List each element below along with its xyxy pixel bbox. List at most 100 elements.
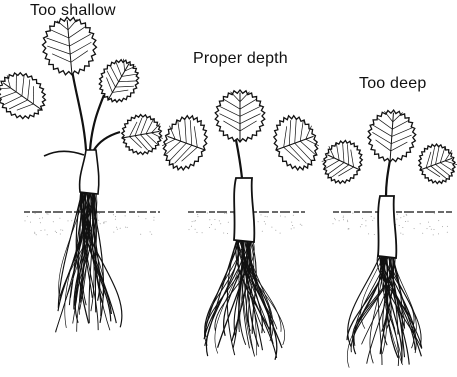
soil-stipple-dot	[140, 234, 141, 235]
soil-stipple-dot	[195, 229, 196, 230]
leaf-outline	[0, 63, 55, 127]
crown	[378, 196, 396, 258]
soil-stipple-dot	[192, 221, 193, 222]
soil-stipple-dot	[60, 229, 61, 230]
soil-stipple-dot	[39, 218, 40, 219]
soil-stipple-dot	[371, 216, 372, 217]
soil-stipple-dot	[220, 223, 221, 224]
soil-stipple-dot	[202, 232, 203, 233]
soil-stipple-dot	[209, 227, 210, 228]
soil-stipple-dot	[400, 233, 401, 234]
stem	[44, 151, 84, 156]
leaflet	[0, 63, 55, 127]
soil-stipple-dot	[113, 214, 114, 215]
soil-stipple-dot	[53, 221, 54, 222]
leaf-outline	[413, 139, 457, 189]
soil-stipple-dot	[115, 219, 116, 220]
soil-stipple-dot	[292, 225, 293, 226]
soil-stipple-dot	[264, 221, 265, 222]
leaflet	[413, 139, 457, 189]
soil-stipple-dot	[113, 232, 114, 233]
soil-stipple-dot	[372, 220, 373, 221]
leaflet	[119, 111, 165, 157]
soil-stipple-dot	[429, 226, 430, 227]
soil-stipple-dot	[207, 213, 208, 214]
soil-stipple-dot	[151, 234, 152, 235]
soil-stipple-dot	[397, 214, 398, 215]
soil-stipple-dot	[275, 230, 276, 231]
soil-stipple-dot	[335, 219, 336, 220]
soil-stipple-dot	[56, 232, 57, 233]
soil-stipple-dot	[427, 228, 428, 229]
soil-stipple-dot	[99, 213, 100, 214]
soil-stipple-dot	[223, 233, 224, 234]
soil-stipple-dot	[219, 220, 220, 221]
soil-stipple-dot	[285, 216, 286, 217]
soil-stipple-dot	[333, 223, 334, 224]
soil-stipple-dot	[224, 213, 225, 214]
soil-stipple-dot	[197, 232, 198, 233]
soil-stipple-dot	[71, 220, 72, 221]
soil-stipple-dot	[261, 214, 262, 215]
soil-stipple-dot	[62, 230, 63, 231]
soil-stipple-dot	[280, 233, 281, 234]
leaflet	[92, 52, 147, 109]
label-proper-depth: Proper depth	[193, 50, 288, 68]
soil-stipple-dot	[60, 234, 61, 235]
soil-stipple-dot	[258, 221, 259, 222]
crown	[234, 178, 254, 242]
soil-stipple-dot	[55, 231, 56, 232]
soil-stipple-dot	[420, 223, 421, 224]
soil-stipple-dot	[115, 216, 116, 217]
soil-stipple-dot	[428, 222, 429, 223]
leaflet	[40, 15, 98, 77]
soil-stipple-dot	[374, 234, 375, 235]
stem	[236, 140, 242, 178]
soil-stipple-dot	[191, 226, 192, 227]
plant-proper-depth	[156, 90, 325, 360]
soil-stipple-dot	[27, 216, 28, 217]
soil-stipple-dot	[189, 229, 190, 230]
label-too-shallow: Too shallow	[30, 2, 116, 20]
soil-stipple-dot	[438, 220, 439, 221]
soil-stipple-dot	[406, 214, 407, 215]
soil-stipple-dot	[399, 225, 400, 226]
soil-stipple-dot	[447, 226, 448, 227]
leaflet	[366, 108, 417, 163]
leaflet	[266, 110, 324, 177]
soil-stipple-dot	[262, 231, 263, 232]
soil-stipple-dot	[434, 213, 435, 214]
soil-stipple-dot	[343, 219, 344, 220]
soil-stipple-dot	[403, 234, 404, 235]
plant-too-deep	[316, 108, 457, 367]
soil-stipple-dot	[211, 224, 212, 225]
soil-stipple-dot	[267, 216, 268, 217]
soil-stipple-dot	[400, 217, 401, 218]
soil-stipple-dot	[291, 222, 292, 223]
soil-stipple-dot	[100, 223, 101, 224]
soil-stipple-dot	[125, 227, 126, 228]
soil-stipple-dot	[294, 227, 295, 228]
soil-stipple-dot	[405, 221, 406, 222]
stem	[386, 160, 390, 196]
soil-stipple-dot	[265, 216, 266, 217]
soil-stipple-dot	[120, 228, 121, 229]
soil-stipple-dot	[197, 216, 198, 217]
soil-stipple-dot	[374, 218, 375, 219]
soil-stipple-dot	[365, 225, 366, 226]
soil-stipple-dot	[343, 217, 344, 218]
soil-stipple-dot	[431, 229, 432, 230]
soil-stipple-dot	[301, 225, 302, 226]
soil-stipple-dot	[30, 222, 31, 223]
soil-stipple-dot	[35, 213, 36, 214]
soil-stipple-dot	[438, 233, 439, 234]
soil-stipple-dot	[403, 216, 404, 217]
soil-stipple-dot	[153, 220, 154, 221]
soil-stipple-dot	[352, 213, 353, 214]
soil-stipple-dot	[228, 222, 229, 223]
soil-stipple-dot	[280, 216, 281, 217]
soil-stipple-dot	[154, 217, 155, 218]
soil-stipple-dot	[145, 218, 146, 219]
soil-stipple-dot	[334, 218, 335, 219]
soil-stipple-dot	[34, 233, 35, 234]
